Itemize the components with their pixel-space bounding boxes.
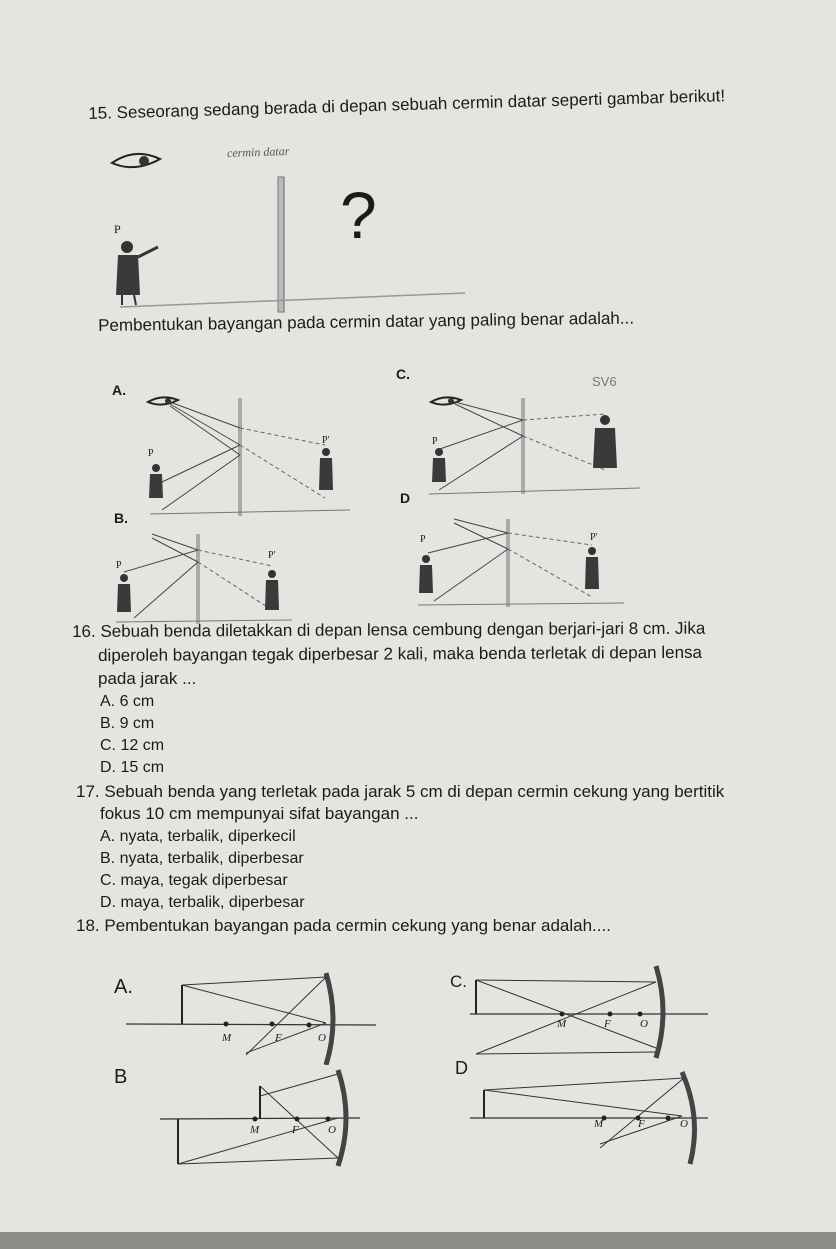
q15-option-c-diagram[interactable]	[425, 390, 645, 500]
eye-icon	[109, 152, 163, 169]
q18-b-o: O	[328, 1124, 336, 1136]
q18-b-m: M	[250, 1124, 260, 1136]
flat-mirror	[277, 176, 285, 313]
q15-d-p-prime: P'	[590, 532, 598, 543]
page-bottom-edge	[0, 1232, 836, 1249]
q18-a-f: F	[275, 1032, 282, 1044]
q15-option-a-letter[interactable]: A.	[112, 382, 126, 398]
concave-mirror	[335, 1069, 349, 1167]
mirror-label: cermin datar	[226, 143, 290, 161]
q16-line-2: diperoleh bayangan tegak diperbesar 2 ka…	[98, 642, 703, 665]
q18-option-b-diagram[interactable]	[160, 1066, 365, 1171]
q18-option-d-diagram[interactable]	[470, 1068, 710, 1168]
q17-option-d[interactable]: D. maya, terbalik, diperbesar	[100, 894, 305, 911]
scribble-text: SV6	[592, 374, 617, 389]
q15-option-d-diagram[interactable]	[414, 515, 634, 610]
q15-d-p: P	[420, 534, 426, 545]
q15-flat-mirror-figure	[109, 152, 466, 313]
q18-a-m: M	[222, 1032, 232, 1044]
q16-option-d[interactable]: D. 15 cm	[100, 759, 165, 776]
concave-mirror	[323, 972, 336, 1065]
q15-c-p: P	[432, 436, 438, 447]
q18-c-o: O	[640, 1018, 648, 1030]
q15-option-b-diagram[interactable]	[112, 528, 297, 628]
q18-c-f: F	[604, 1018, 611, 1030]
q16-line-1: 16. Sebuah benda diletakkan di depan len…	[72, 618, 706, 641]
q18-option-a-letter[interactable]: A.	[114, 976, 133, 998]
person-figure	[116, 241, 159, 306]
q15-option-d-letter[interactable]: D	[400, 490, 411, 506]
q17-option-a[interactable]: A. nyata, terbalik, diperkecil	[100, 828, 296, 845]
q17-option-c[interactable]: C. maya, tegak diperbesar	[100, 872, 288, 889]
q15-b-p: P	[116, 560, 122, 571]
q16-option-b[interactable]: B. 9 cm	[100, 715, 155, 732]
q15-text: 15. Seseorang sedang berada di depan seb…	[88, 86, 726, 123]
q18-option-d-letter[interactable]: D	[455, 1058, 468, 1078]
q15-point-p: P	[114, 222, 121, 236]
q15-b-p-prime: P'	[268, 550, 276, 561]
q15-option-b-letter[interactable]: B.	[114, 510, 128, 526]
q16-option-c[interactable]: C. 12 cm	[100, 737, 165, 754]
q15-option-c-letter[interactable]: C.	[396, 366, 410, 382]
q18-option-a-diagram[interactable]	[126, 965, 381, 1065]
q16-option-a[interactable]: A. 6 cm	[100, 693, 155, 710]
q17-line-2: fokus 10 cm mempunyai sifat bayangan ...	[100, 804, 419, 823]
q18-a-o: O	[318, 1032, 326, 1044]
concave-mirror	[653, 965, 666, 1059]
q18-c-m: M	[557, 1018, 567, 1030]
q15-a-p-prime: P'	[322, 435, 330, 446]
q18-d-o: O	[680, 1118, 688, 1130]
question-mark: ?	[340, 178, 377, 252]
q15-a-p: P	[148, 448, 154, 459]
eye-icon	[428, 396, 464, 406]
concave-mirror	[679, 1071, 697, 1165]
q17-option-b[interactable]: B. nyata, terbalik, diperbesar	[100, 850, 304, 867]
q18-text: 18. Pembentukan bayangan pada cermin cek…	[76, 916, 611, 935]
q18-b-f: F	[292, 1124, 299, 1136]
q16-line-3: pada jarak ...	[98, 669, 197, 688]
q18-option-c-diagram[interactable]	[470, 962, 710, 1062]
q18-option-c-letter[interactable]: C.	[450, 972, 467, 991]
q15-option-a-diagram[interactable]	[140, 390, 365, 520]
q18-option-b-letter[interactable]: B	[114, 1066, 128, 1088]
q17-line-1: 17. Sebuah benda yang terletak pada jara…	[76, 782, 725, 801]
q18-d-m: M	[594, 1118, 604, 1130]
eye-icon	[145, 396, 181, 406]
q18-d-f: F	[638, 1118, 645, 1130]
